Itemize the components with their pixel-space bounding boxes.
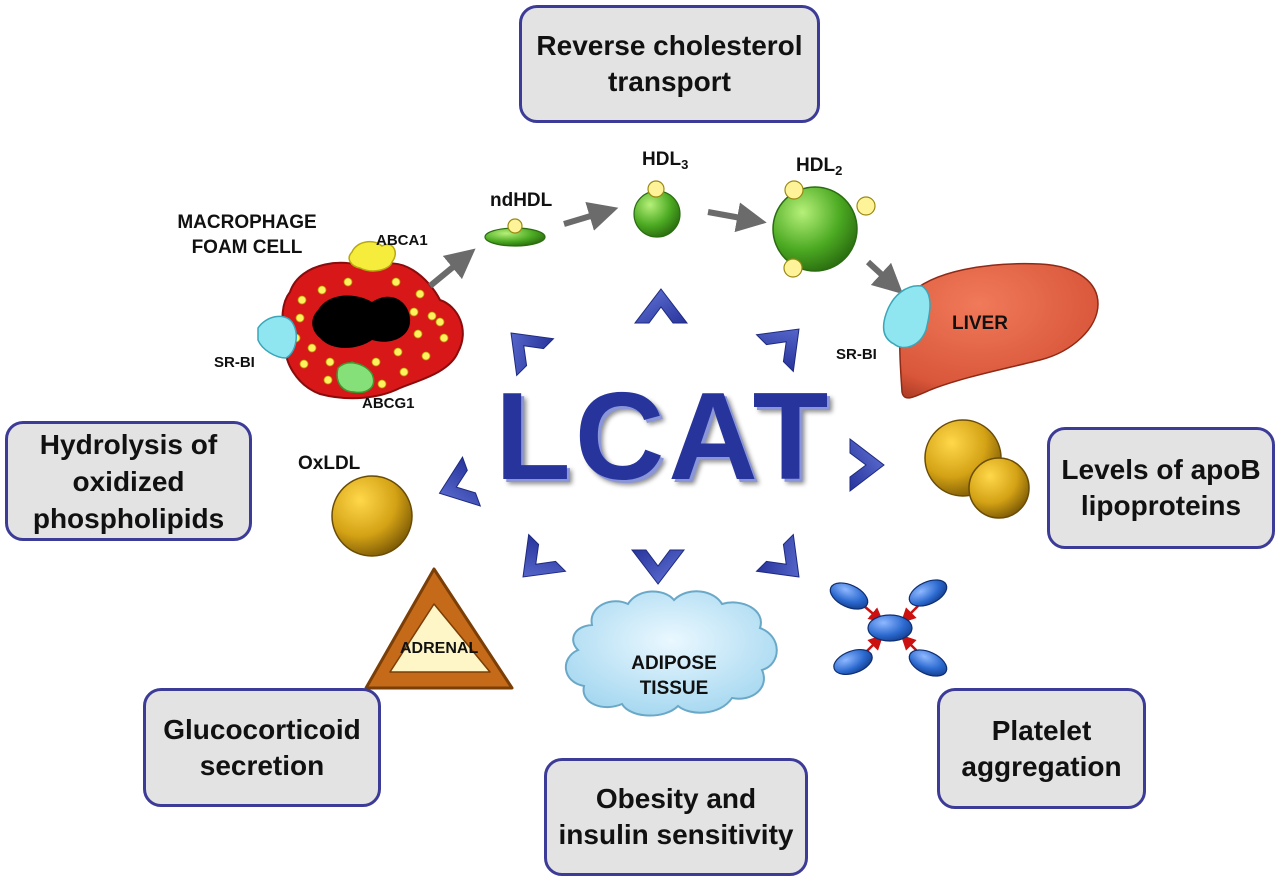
box-line: Hydrolysis of xyxy=(39,428,218,460)
hdl2-label-subscript: 2 xyxy=(835,163,843,178)
box-line: lipoproteins xyxy=(1080,490,1242,521)
srbi-receptor-left xyxy=(257,315,298,359)
lcat-title: LCAT xyxy=(495,368,833,506)
obesity-box: Obesity and insulin sensitivity xyxy=(544,758,808,876)
adrenal-label: ADRENAL xyxy=(400,640,479,657)
label-line: TISSUE xyxy=(639,678,709,699)
chevron-up-left xyxy=(510,332,555,377)
srbi-label-left: SR-BI xyxy=(214,354,255,371)
abcg1-transporter xyxy=(336,362,375,394)
abcg1-label: ABCG1 xyxy=(362,395,415,412)
chevron-right xyxy=(849,437,885,493)
ndhdl-particle xyxy=(484,218,546,247)
srbi-label-right: SR-BI xyxy=(836,346,877,363)
platelet-aggregation-box: Platelet aggregation xyxy=(937,688,1146,809)
adrenal-gland xyxy=(364,567,514,690)
platelet-cluster xyxy=(829,579,948,677)
box-line: Levels of apoB xyxy=(1061,454,1261,485)
transport-arrows xyxy=(428,201,904,295)
box-line: Glucocorticoid xyxy=(163,713,361,745)
box-line: aggregation xyxy=(961,750,1122,782)
hdl3-label-subscript: 3 xyxy=(681,157,689,172)
box-line: transport xyxy=(608,66,731,97)
label-line: ADIPOSE xyxy=(631,653,717,674)
apob-lipoprotein-particles xyxy=(924,419,1030,519)
macrophage-label: MACROPHAGE FOAM CELL xyxy=(162,210,332,260)
adipose-tissue-label: ADIPOSE TISSUE xyxy=(596,651,752,701)
apob-levels-box: Levels of apoB lipoproteins xyxy=(1047,427,1275,549)
ndhdl-label: ndHDL xyxy=(490,190,553,211)
hdl3-label: HDL3 xyxy=(642,149,688,172)
liver-organ xyxy=(882,262,1099,399)
hydrolysis-box: Hydrolysis of oxidized phospholipids xyxy=(5,421,252,541)
box-line: insulin sensitivity xyxy=(558,819,794,850)
box-line: secretion xyxy=(199,749,325,781)
chevron-down xyxy=(630,549,686,585)
macrophage-foam-cell xyxy=(257,240,464,400)
oxldl-label: OxLDL xyxy=(298,453,361,474)
srbi-receptor-right xyxy=(882,285,931,349)
chevron-down-right xyxy=(755,533,800,578)
hdl2-label: HDL2 xyxy=(796,155,842,178)
chevron-up-right xyxy=(755,328,800,373)
lcat-effect-chevrons xyxy=(438,288,885,585)
box-line: oxidized xyxy=(72,465,185,497)
box-line: phospholipids xyxy=(32,502,225,534)
hdl3-label-base: HDL xyxy=(642,149,682,170)
abca1-label: ABCA1 xyxy=(376,232,428,249)
oxldl-particle xyxy=(331,475,413,557)
hdl3-particle xyxy=(633,180,681,238)
reverse-cholesterol-transport-box: Reverse cholesterol transport xyxy=(519,5,820,123)
label-line: FOAM CELL xyxy=(191,237,303,258)
label-line: MACROPHAGE xyxy=(177,212,317,233)
glucocorticoid-box: Glucocorticoid secretion xyxy=(143,688,381,807)
abca1-transporter xyxy=(348,240,396,272)
box-line: Obesity and xyxy=(595,783,757,814)
chevron-up xyxy=(633,288,689,324)
liver-label: LIVER xyxy=(952,313,1008,334)
box-line: Reverse cholesterol xyxy=(536,30,803,61)
chevron-down-left xyxy=(522,533,567,578)
chevron-left xyxy=(438,456,482,507)
box-line: Platelet xyxy=(991,714,1092,746)
adipose-tissue-cloud xyxy=(564,590,778,717)
hdl2-label-base: HDL xyxy=(796,155,836,176)
hdl2-particle xyxy=(772,180,876,278)
